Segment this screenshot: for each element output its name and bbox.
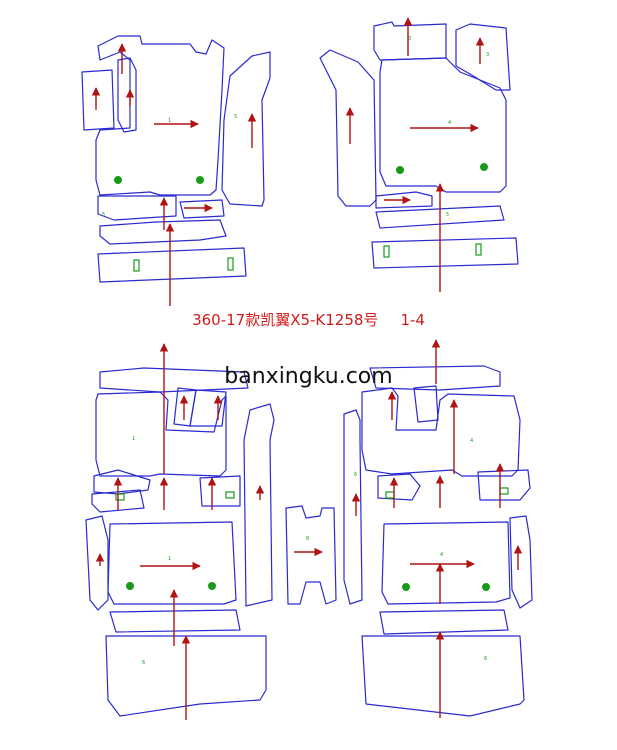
bottom-right-rear-mat xyxy=(381,521,511,605)
svg-text:1: 1 xyxy=(168,118,171,124)
hole-marker xyxy=(196,176,204,184)
bottom-left-rear-strip xyxy=(109,609,241,633)
bottom-left-front-mat xyxy=(95,391,227,477)
bottom-left-small-b xyxy=(189,389,227,427)
top-right-bottom-strip xyxy=(371,237,519,269)
top-left-bottom-strip xyxy=(97,247,247,283)
hole-marker xyxy=(208,582,216,590)
svg-text:4: 4 xyxy=(448,120,451,126)
diagram-title: 360-17款凯翼X5-K1258号 1-4 xyxy=(0,309,617,330)
top-left-strip-1 xyxy=(97,195,177,221)
top-left-small-pad xyxy=(179,199,225,219)
svg-text:6: 6 xyxy=(354,472,357,478)
bottom-left-pad-row xyxy=(91,489,145,513)
top-right-top-tab xyxy=(373,21,447,61)
bottom-left-pad-right xyxy=(199,475,241,507)
svg-text:3: 3 xyxy=(408,36,411,42)
bottom-right-rear-strip xyxy=(379,609,509,635)
clip-slot xyxy=(383,245,390,258)
clip-slot xyxy=(475,243,482,256)
bottom-left-side-pillar xyxy=(85,515,109,611)
bottom-right-small-a xyxy=(413,385,439,423)
hole-marker xyxy=(126,582,134,590)
svg-text:5: 5 xyxy=(234,114,237,120)
center-tunnel-mat xyxy=(285,505,337,605)
svg-text:3: 3 xyxy=(486,52,489,58)
bottom-left-trunk-mat xyxy=(105,635,267,717)
svg-text:5: 5 xyxy=(446,212,449,218)
title-part-range: 1-4 xyxy=(400,311,425,329)
bottom-right-trunk-mat xyxy=(361,635,525,717)
top-right-strip-2 xyxy=(375,205,505,229)
bottom-right-console-tab xyxy=(377,473,421,501)
bottom-right-pad-right xyxy=(477,469,531,501)
bottom-right-top-strip xyxy=(369,365,501,391)
clip-slot xyxy=(115,493,125,501)
bottom-left-rear-mat xyxy=(107,521,237,605)
clip-slot xyxy=(225,491,235,499)
top-left-small-tab xyxy=(81,69,115,131)
top-left-strip-2 xyxy=(99,219,227,245)
top-right-main-mat xyxy=(379,57,507,193)
clip-slot xyxy=(133,259,140,272)
svg-text:6: 6 xyxy=(484,656,487,662)
svg-text:8: 8 xyxy=(306,536,309,542)
bottom-right-side-pillar xyxy=(509,515,533,609)
bottom-left-top-strip xyxy=(99,367,249,393)
hole-marker xyxy=(396,166,404,174)
top-left-main-mat xyxy=(95,35,225,196)
svg-text:6: 6 xyxy=(142,660,145,666)
top-left-side-pillar xyxy=(117,57,137,133)
hole-marker xyxy=(114,176,122,184)
bottom-left-console-tab xyxy=(93,469,151,495)
svg-text:1: 1 xyxy=(168,556,171,562)
clip-slot xyxy=(499,487,509,495)
bottom-right-front-mat xyxy=(361,387,521,477)
top-right-strip-1 xyxy=(375,191,433,209)
hole-marker xyxy=(482,583,490,591)
svg-text:1: 1 xyxy=(132,436,135,442)
top-right-side-trim xyxy=(319,49,377,207)
svg-text:4: 4 xyxy=(470,438,473,444)
svg-text:4: 4 xyxy=(440,552,443,558)
bottom-left-long-trim xyxy=(243,403,275,607)
hole-marker xyxy=(480,163,488,171)
clip-slot xyxy=(227,257,234,271)
svg-text:5: 5 xyxy=(102,212,105,218)
clip-slot xyxy=(385,491,395,499)
watermark-text: banxingku.com xyxy=(224,364,393,389)
hole-marker xyxy=(402,583,410,591)
title-model: 360-17款凯翼X5-K1258号 xyxy=(192,311,379,329)
top-left-curved-trim xyxy=(221,51,271,207)
top-right-corner-tab xyxy=(455,23,511,91)
bottom-right-long-trim xyxy=(343,409,363,605)
